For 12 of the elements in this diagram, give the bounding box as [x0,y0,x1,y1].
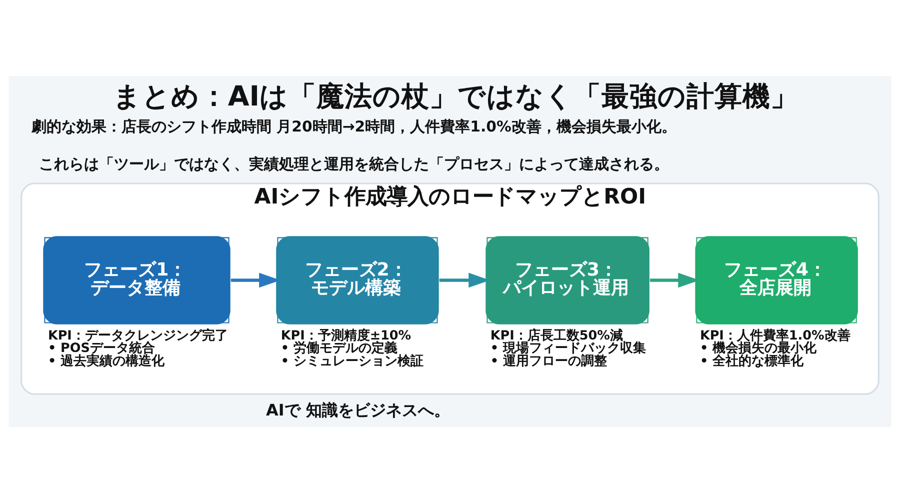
node-label: • 労働モデルの定義 [280,340,398,356]
arrow [650,272,700,288]
label: AIで 知識をビジネスへ。 [266,400,450,419]
node-label: • 運用フローの調整 [490,353,608,368]
node-label: • 過去実績の構造化 [48,353,165,368]
diagram-title: まとめ：AIは「魔法の杖」ではなく「最強の計算機」 [112,79,799,112]
node-label: • シミュレーション検証 [280,353,424,368]
arrow [230,272,280,288]
node-label: • 全社的な標準化 [700,353,804,368]
label: 劇的な効果：店長のシフト作成時間 月20時間→2時間，人件費率1.0%改善，機会損失最小化。 [31,117,676,136]
arrow [439,272,490,288]
label: これらは「ツール」ではなく、実績処理と運用を統合した「プロセス」によって達成される。 [38,154,669,172]
